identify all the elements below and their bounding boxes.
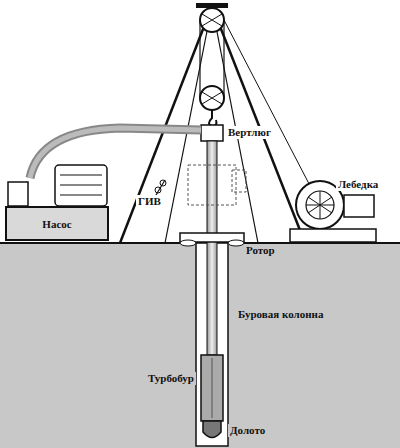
node-text: Насос (42, 218, 71, 230)
part-label: Лебедка (336, 178, 380, 191)
part-label: ГИВ (136, 195, 163, 208)
part-label: Вертлюг (226, 126, 273, 139)
part-label: Турбобур (146, 372, 196, 385)
part-label: Ротор (244, 244, 277, 257)
part-label: Буровая колонна (236, 308, 325, 321)
pump-base-box: Насос (5, 206, 109, 241)
part-label: Долото (228, 424, 267, 437)
